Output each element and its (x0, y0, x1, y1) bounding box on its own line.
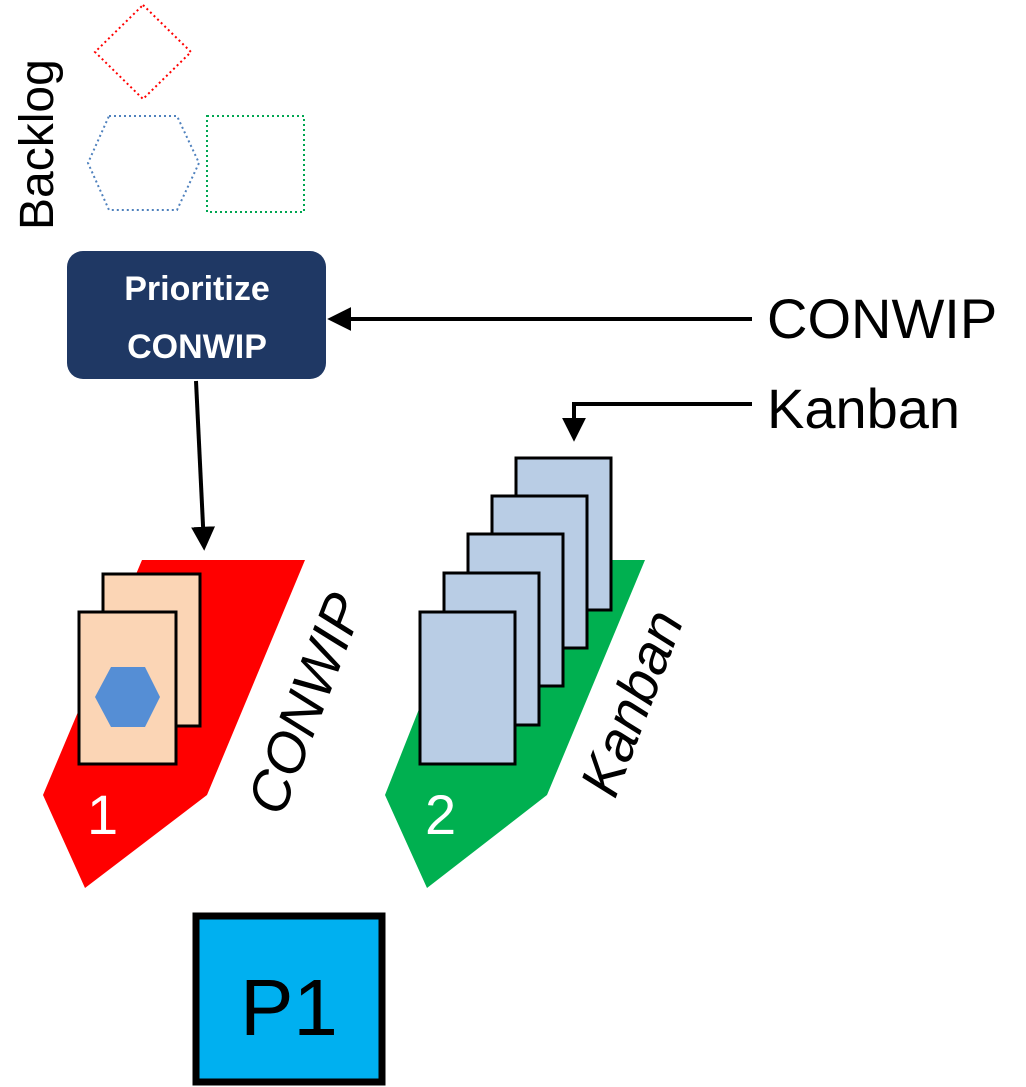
card-hexagon-icon (95, 667, 160, 727)
kanban-queue-number: 2 (425, 783, 456, 846)
backlog-label: Backlog (11, 59, 64, 230)
kanban-signal-arrow (562, 402, 752, 442)
process-label: P1 (240, 963, 338, 1052)
conwip-signal-label: CONWIP (767, 287, 997, 350)
backlog-square-icon (206, 115, 305, 213)
kanban-signal-label: Kanban (767, 377, 960, 440)
kanban-card (418, 610, 517, 766)
signal-arrows: CONWIP Kanban (191, 287, 997, 551)
backlog-hexagon-icon (86, 115, 201, 211)
process-p1: P1 (192, 912, 386, 1086)
process-box (192, 912, 386, 1086)
kanban-queue: 2 Kanban (385, 456, 695, 888)
conwip-queue-number: 1 (87, 783, 118, 846)
conwip-queue: 1 CONWIP (43, 560, 376, 888)
backlog: Backlog (11, 3, 305, 230)
prioritize-conwip-box: Prioritize CONWIP (67, 251, 326, 379)
prioritize-line1: Prioritize (124, 270, 269, 308)
backlog-diamond-icon (93, 3, 193, 101)
prioritize-to-conwip-arrow (191, 380, 216, 551)
prioritize-line2: CONWIP (127, 328, 267, 366)
